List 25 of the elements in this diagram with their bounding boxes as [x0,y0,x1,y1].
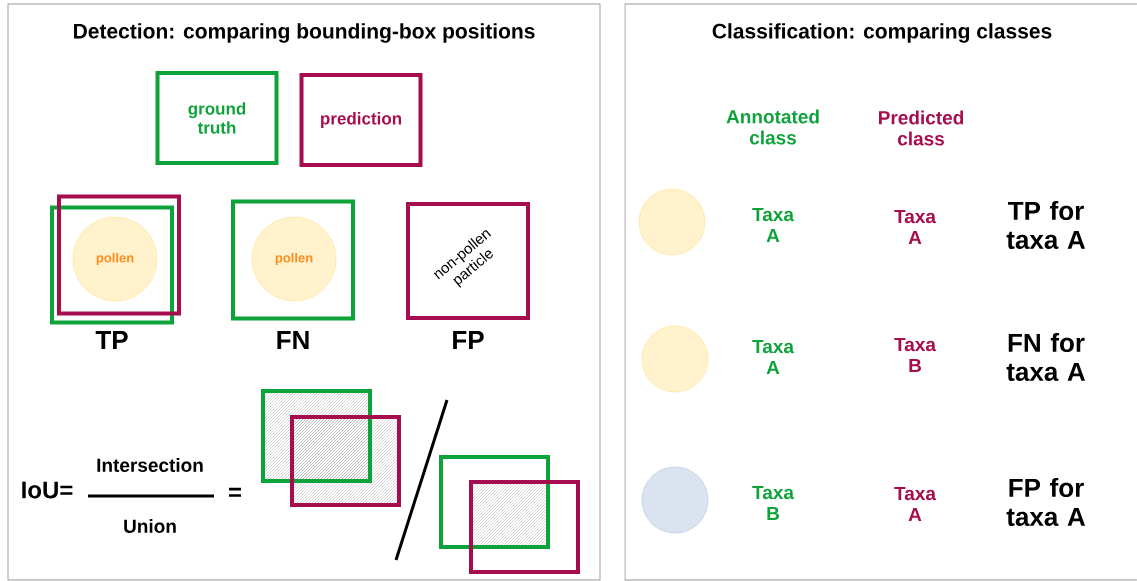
formula-text: IoU= [22,481,73,499]
formula-text: Union [124,519,176,533]
formula-text: Intersection [97,458,203,472]
result-label: FN for taxa A [1006,332,1086,382]
ground-truth-box: ground truth [155,71,279,165]
annotation-box [50,205,174,325]
pollen-circle [641,325,709,393]
category-label: FP [453,331,484,349]
column-heading: Predicted class [879,110,964,146]
class-label: Taxa A [894,209,937,245]
formula-text: = [229,487,242,497]
panel-title: Classification: comparing classes [712,23,1052,43]
class-label: Taxa A [752,208,795,243]
category-label: FN [277,331,309,349]
prediction-box: prediction [299,73,423,167]
prediction-box [57,194,181,316]
pollen-circle [638,188,706,256]
class-label: Taxa A [894,487,937,522]
class-label: Taxa B [894,338,937,373]
category-label: TP [95,331,128,349]
result-label: FP for taxa A [1006,477,1086,527]
panel-title: Detection: comparing bounding-box positions [74,23,535,43]
result-label: TP for taxa A [1006,200,1086,250]
particle-circle [641,466,709,534]
annotation-box [231,199,355,321]
